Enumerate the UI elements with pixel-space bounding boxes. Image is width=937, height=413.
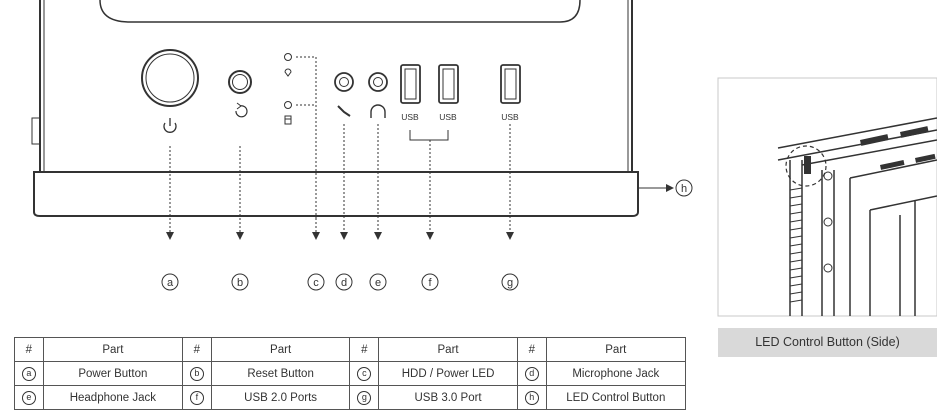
- power-led-icon: [284, 68, 292, 77]
- part-name: Power Button: [42, 361, 184, 386]
- part-name: Reset Button: [210, 361, 351, 386]
- side-view-illustration: [717, 77, 937, 317]
- column-header: Part: [210, 337, 351, 362]
- side-view-caption: LED Control Button (Side): [718, 328, 937, 357]
- part-name: USB 3.0 Port: [378, 385, 518, 410]
- column-header: #: [349, 337, 380, 362]
- power-icon: [163, 122, 177, 133]
- reset-button-drawing: [228, 70, 252, 118]
- column-header: Part: [42, 337, 184, 362]
- callouts: a b c d e f g h: [161, 179, 693, 291]
- part-name: LED Control Button: [545, 385, 687, 410]
- usb-label: USB: [501, 112, 519, 122]
- led-indicators: [284, 53, 317, 218]
- callout-key: f: [189, 390, 204, 405]
- callout-e: e: [375, 277, 381, 289]
- column-header: Part: [545, 337, 687, 362]
- part-name: Headphone Jack: [42, 385, 184, 410]
- callout-key: c: [357, 366, 372, 381]
- column-header: Part: [378, 337, 518, 362]
- callout-a: a: [167, 277, 174, 289]
- column-header: #: [14, 337, 44, 362]
- callout-d: d: [341, 277, 347, 289]
- table-row: e Headphone Jack f USB 2.0 Ports g USB 3…: [14, 385, 687, 410]
- power-button-drawing: [141, 49, 199, 133]
- callout-f: f: [428, 277, 432, 289]
- led-button-highlight: [785, 145, 827, 187]
- callout-b: b: [237, 277, 243, 289]
- callout-key: h: [524, 390, 539, 405]
- hdd-led-icon: [284, 115, 292, 125]
- reset-icon: [235, 105, 248, 118]
- parts-table: # Part # Part # Part # Part a Power Butt…: [14, 337, 687, 410]
- usb-label: USB: [439, 112, 457, 122]
- table-header-row: # Part # Part # Part # Part: [14, 337, 687, 362]
- callout-g: g: [507, 277, 513, 289]
- callout-key: e: [21, 390, 36, 405]
- callout-key: a: [21, 366, 36, 381]
- microphone-icon: [337, 105, 351, 117]
- column-header: #: [516, 337, 547, 362]
- table-row: a Power Button b Reset Button c HDD / Po…: [14, 361, 687, 386]
- usb-ports: [400, 64, 521, 141]
- case-front: [31, 0, 639, 217]
- callout-key: d: [524, 366, 539, 381]
- part-name: Microphone Jack: [545, 361, 687, 386]
- usb-label: USB: [401, 112, 419, 122]
- callout-h: h: [681, 183, 687, 195]
- callout-key: b: [189, 366, 204, 381]
- audio-jacks: [334, 72, 388, 118]
- headphone-icon: [370, 104, 386, 118]
- callout-key: g: [357, 390, 372, 405]
- column-header: #: [182, 337, 212, 362]
- callout-c: c: [313, 277, 319, 289]
- part-name: USB 2.0 Ports: [210, 385, 351, 410]
- leader-lines: [166, 124, 514, 240]
- part-name: HDD / Power LED: [378, 361, 518, 386]
